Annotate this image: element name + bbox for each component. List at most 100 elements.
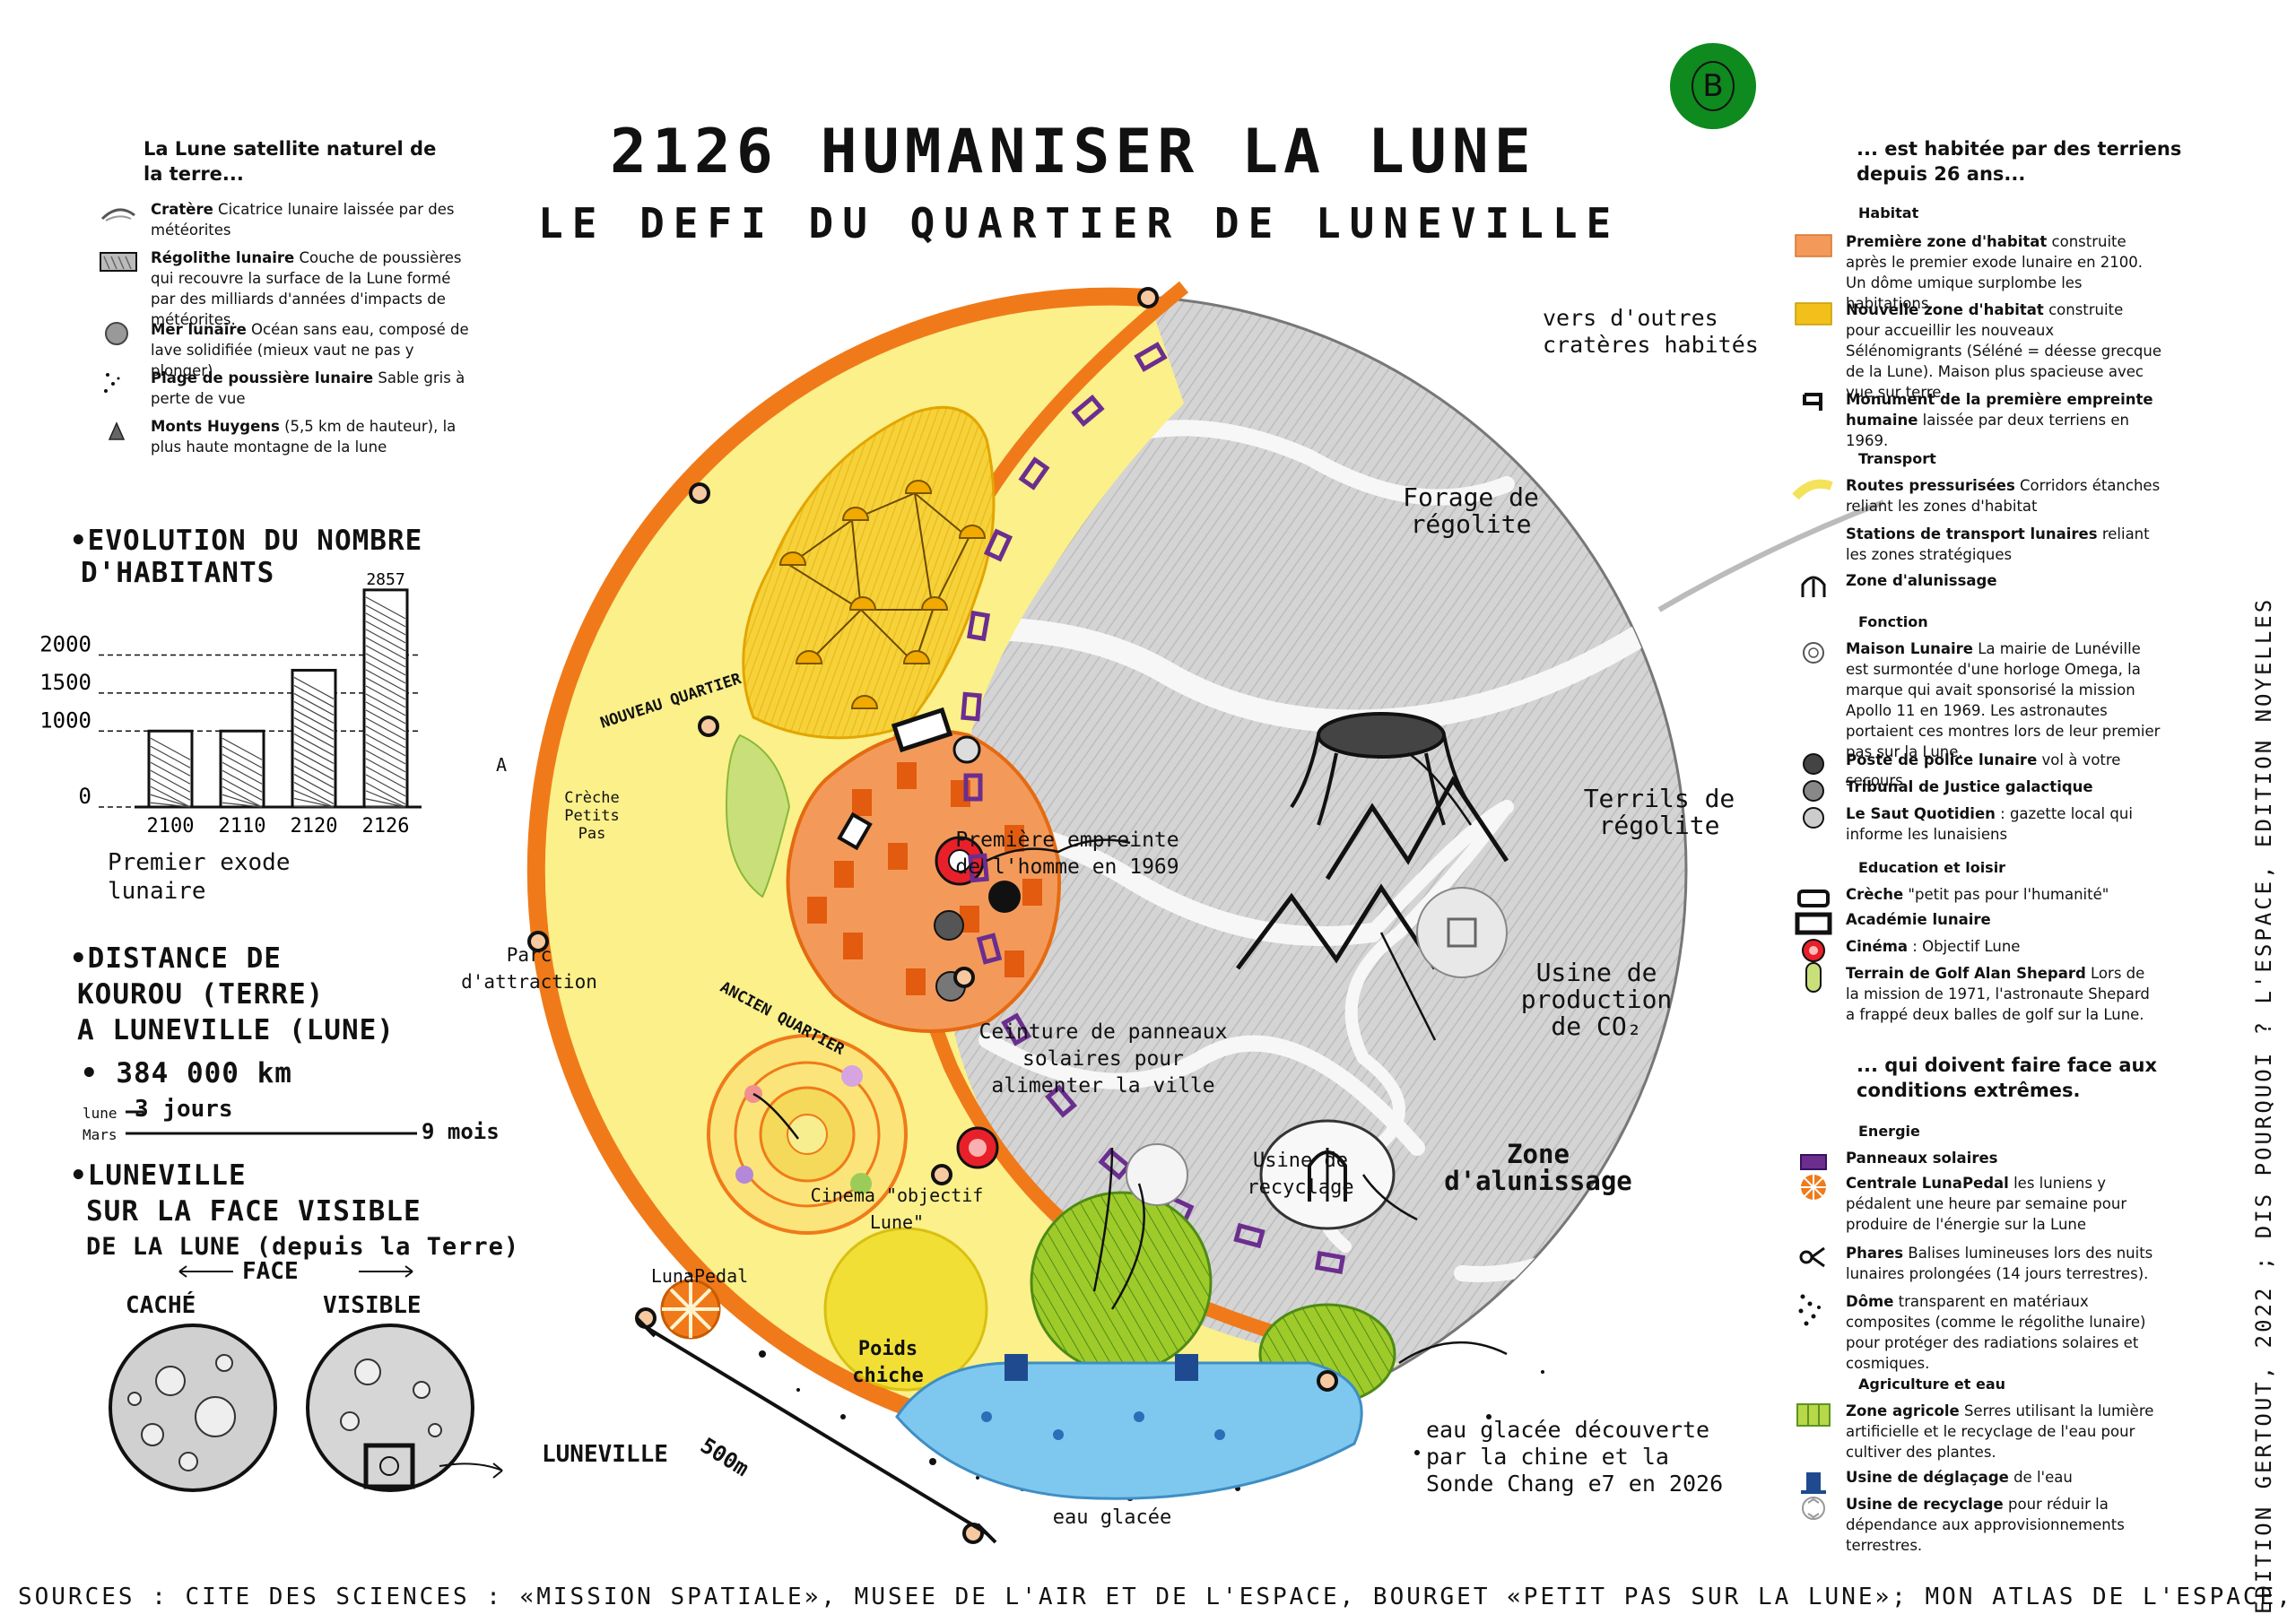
population-heading-2: D'HABITANTS [81, 557, 275, 589]
police-marker [934, 910, 964, 941]
section-fonction: Fonction [1858, 613, 1928, 630]
legend-beacons: Phares Balises lumineuses lors des nuits… [1794, 1243, 2161, 1284]
chickpea-field [823, 1227, 988, 1392]
distance-moon-time: 3 jours [135, 1096, 233, 1123]
moon-faces-illustration [109, 1265, 503, 1492]
legend-creche: Crèche "petit pas pour l'humanité" [1794, 884, 2161, 913]
road-to-craters [1657, 499, 1885, 612]
bar-hatch [150, 794, 191, 808]
legend-cinema: Cinéma : Objectif Lune [1794, 936, 2161, 965]
bar-hatch [293, 700, 335, 724]
bar-hatch [150, 802, 191, 808]
label-recycling: Usine de recyclage [1247, 1150, 1354, 1199]
dome-dots-icon [1794, 1291, 1833, 1326]
lunapedal-legend-icon [1794, 1173, 1833, 1202]
map-arrows [752, 751, 1508, 1365]
section-agriculture: Agriculture et eau [1858, 1376, 2006, 1393]
bar-hatch [222, 737, 263, 760]
label-cinema: Cinema "objectif Lune" [810, 1185, 984, 1233]
gazette-marker [952, 735, 981, 764]
poster-title: 2126 HUMANISER LA LUNE [610, 117, 1536, 187]
legend-item-regolithe: Régolithe lunaire Couche de poussières q… [99, 247, 475, 330]
bar-hatch [150, 785, 191, 808]
bar-hatch [365, 604, 406, 628]
ice-water [895, 1361, 1363, 1500]
distance-mars-time: 9 mois [422, 1119, 500, 1144]
legend-monument: Monument de la première empreinte humain… [1794, 389, 2161, 451]
bar-hatch [293, 805, 335, 808]
bar-hatch [365, 621, 406, 644]
legend-academy: Académie lunaire [1794, 909, 2161, 938]
agriculture-zone-swatch [1794, 1401, 1833, 1429]
bar-hatch [365, 709, 406, 733]
bar-hatch [365, 637, 406, 660]
academy-icon [1794, 909, 1833, 938]
section-energie: Energie [1858, 1123, 1920, 1140]
bar-hatch [365, 750, 406, 773]
label-landing-zone: Zone d'alunissage [1444, 1139, 1632, 1196]
population-heading-1: •EVOLUTION DU NOMBRE [70, 525, 423, 557]
bar-hatch [365, 701, 406, 725]
bar-hatch [293, 733, 335, 756]
badge-letter: B [1692, 61, 1735, 111]
bar-hatch [293, 789, 335, 808]
distance-line-1: •DISTANCE DE [70, 942, 282, 975]
beacon-icon [1794, 1243, 1833, 1271]
legend-maison: Maison Lunaire La mairie de Lunéville es… [1794, 638, 2161, 762]
bar-hatch [365, 782, 406, 805]
bar-hatch [365, 774, 406, 797]
bar-hatch [150, 777, 191, 801]
distance-line-2: KOUROU (TERRE) [77, 978, 325, 1011]
new-quarter-domes [778, 480, 987, 709]
golf-icon [1794, 962, 1833, 993]
label-ice-discovery: eau glacée découverte par la chine et la… [1426, 1417, 1724, 1497]
bar-hatch [150, 769, 191, 793]
face-line-2: SUR LA FACE VISIBLE [86, 1195, 422, 1228]
bar-hatch [150, 745, 191, 768]
bar-hatch [365, 677, 406, 700]
lunapedal-icon [660, 1279, 721, 1340]
academy-marker [891, 707, 953, 753]
label-lunapedal: LunaPedal [650, 1265, 749, 1287]
tribunal-icon [1794, 777, 1833, 805]
label-amusement-park: Parc d'attraction [461, 944, 597, 993]
legend-gazette: Le Saut Quotidien : gazette local qui in… [1794, 803, 2161, 845]
legend-first-habitat: Première zone d'habitat construite après… [1794, 231, 2161, 314]
bar-hatch [365, 693, 406, 716]
golf-course [725, 733, 791, 898]
bar-hatch [222, 802, 263, 808]
bar-hatch [365, 612, 406, 636]
label-terrils: Terrils de régolite [1583, 784, 1735, 840]
bar-hatch [365, 596, 406, 620]
right-legend-heading: ... est habitée par des terriens depuis … [1857, 138, 2182, 185]
y-tick-label: 1000 [39, 707, 91, 733]
bar-hatch [222, 761, 263, 785]
label-solar-belt: Ceinture de panneaux solaires pour alime… [978, 1020, 1228, 1098]
distance-value: • 384 000 km [81, 1057, 292, 1089]
bar-hatch [365, 798, 406, 808]
maison-lunaire-marker [988, 881, 1021, 913]
new-habitat-swatch [1794, 299, 1833, 328]
bar-hatch [365, 653, 406, 676]
bar-hatch [293, 781, 335, 804]
legend-agriculture: Zone agricole Serres utilisant la lumièr… [1794, 1401, 2161, 1462]
bar-2100 [147, 729, 194, 809]
town-hall-icon [1794, 638, 1833, 667]
legend-stations: Stations de transport lunaires reliant l… [1794, 524, 2161, 565]
landing-zone-icon [1794, 570, 1833, 599]
legend-police: Poste de police lunaire vol à votre seco… [1794, 750, 2161, 791]
bar-hatch [365, 669, 406, 692]
label-drill: Forage de régolite [1403, 482, 1539, 539]
x-tick-label: 2100 [147, 815, 195, 838]
legend-roads: Routes pressurisées Corridors étanches r… [1792, 475, 2161, 516]
legend-item-mer: Mer lunaire Océan sans eau, composé de l… [99, 319, 475, 381]
y-tick-label: 2000 [39, 632, 91, 657]
old-quarter-houses [807, 762, 1042, 995]
sea-icon [99, 319, 138, 348]
bar-hatch [293, 716, 335, 740]
bar-hatch [365, 645, 406, 668]
bar-hatch [293, 757, 335, 780]
creche-marker [837, 812, 873, 851]
bar-hatch [293, 773, 335, 796]
